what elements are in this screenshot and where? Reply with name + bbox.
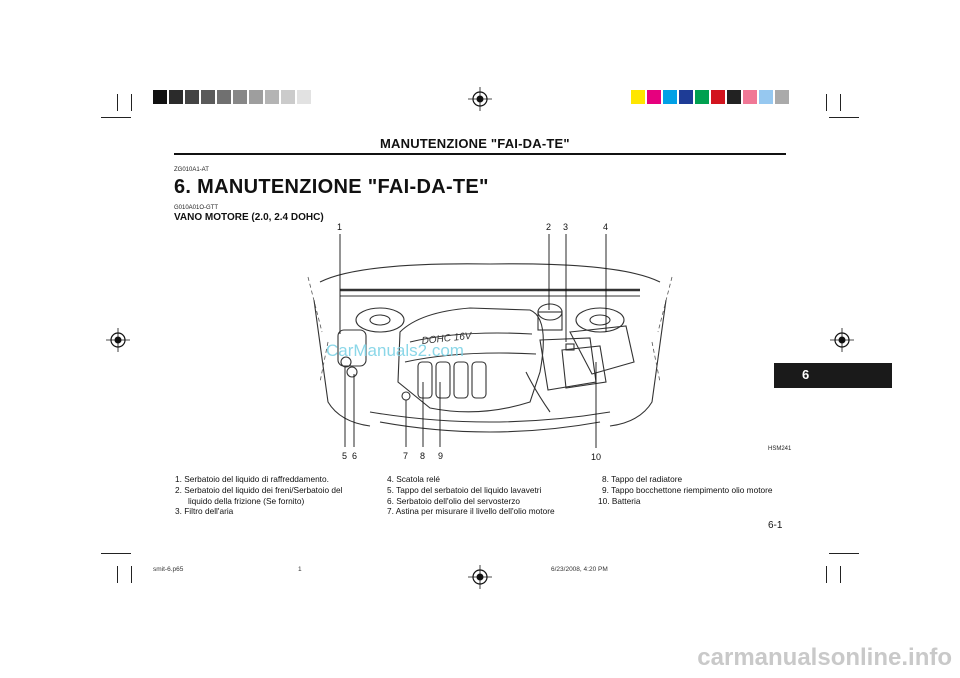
color-swatch xyxy=(647,90,661,104)
subsection-code: G010A01O-GTT xyxy=(174,205,219,211)
engine-cover-label: DOHC 16V xyxy=(421,331,473,347)
figure-code: HSM241 xyxy=(768,446,792,452)
color-swatch xyxy=(679,90,693,104)
color-swatch-bar xyxy=(631,90,791,104)
footer-timestamp: 6/23/2008, 4:20 PM xyxy=(551,566,608,573)
color-swatch xyxy=(265,90,279,104)
color-swatch xyxy=(201,90,215,104)
legend-item: 7. Astina per misurare il livello dell'o… xyxy=(387,506,555,517)
legend-item: 9. Tappo bocchettone riempimento olio mo… xyxy=(602,484,773,495)
color-swatch xyxy=(759,90,773,104)
color-swatch xyxy=(217,90,231,104)
legend-column-3: 8. Tappo del radiatore 9. Tappo bocchett… xyxy=(598,474,773,506)
legend-column-2: 4. Scatola relé 5. Tappo del serbatoio d… xyxy=(387,474,555,517)
registration-target-top-icon xyxy=(468,87,492,111)
chapter-tab: 6 xyxy=(774,363,892,388)
color-swatch xyxy=(775,90,789,104)
color-swatch xyxy=(233,90,247,104)
registration-target-right-icon xyxy=(830,328,854,352)
callout-8: 8 xyxy=(420,451,426,461)
callout-2: 2 xyxy=(546,222,552,232)
callout-10: 10 xyxy=(591,452,602,462)
callout-5: 5 xyxy=(342,451,348,461)
gray-color-bar xyxy=(153,90,313,104)
callout-6: 6 xyxy=(352,451,358,461)
section-code: ZG010A1-AT xyxy=(174,167,209,173)
registration-target-left-icon xyxy=(106,328,130,352)
color-swatch xyxy=(297,90,311,104)
color-swatch xyxy=(711,90,725,104)
legend-item: 10. Batteria xyxy=(598,495,641,506)
header-rule xyxy=(174,153,786,155)
chapter-tab-number: 6 xyxy=(802,367,810,382)
legend-item: 3. Filtro dell'aria xyxy=(175,506,234,517)
legend-item: 6. Serbatoio dell'olio del servosterzo xyxy=(387,495,521,506)
legend-column-1: 1. Serbatoio del liquido di raffreddamen… xyxy=(175,474,342,517)
legend-item: 5. Tappo del serbatoio del liquido lavav… xyxy=(387,484,542,495)
registration-target-bottom-icon xyxy=(468,565,492,589)
color-swatch xyxy=(153,90,167,104)
color-swatch xyxy=(169,90,183,104)
callout-1: 1 xyxy=(337,222,343,232)
page-number: 6-1 xyxy=(768,520,783,531)
running-header: MANUTENZIONE "FAI-DA-TE" xyxy=(380,136,570,151)
color-swatch xyxy=(695,90,709,104)
site-watermark: carmanualsonline.info xyxy=(697,644,952,671)
legend-item: 8. Tappo del radiatore xyxy=(602,474,683,484)
color-swatch xyxy=(185,90,199,104)
engine-bay-diagram: DOHC 16V xyxy=(307,234,673,448)
legend-item: 1. Serbatoio del liquido di raffreddamen… xyxy=(175,474,329,484)
section-heading: VANO MOTORE (2.0, 2.4 DOHC) xyxy=(174,212,324,223)
callout-7: 7 xyxy=(403,451,409,461)
footer-filename: smit-6.p65 xyxy=(153,566,184,573)
callout-3: 3 xyxy=(563,222,569,232)
page-title: 6. MANUTENZIONE "FAI-DA-TE" xyxy=(174,176,489,198)
overlay-watermark: CarManuals2.com xyxy=(326,341,464,360)
legend-item: 2. Serbatoio del liquido dei freni/Serba… xyxy=(175,484,343,495)
color-swatch xyxy=(631,90,645,104)
color-swatch xyxy=(281,90,295,104)
callout-9: 9 xyxy=(438,451,444,461)
color-swatch xyxy=(743,90,757,104)
callout-4: 4 xyxy=(603,222,609,232)
color-swatch xyxy=(727,90,741,104)
color-swatch xyxy=(663,90,677,104)
legend-item: 4. Scatola relé xyxy=(387,474,441,484)
color-swatch xyxy=(249,90,263,104)
footer-page: 1 xyxy=(298,566,302,573)
legend-item: liquido della frizione (Se fornito) xyxy=(188,495,305,506)
